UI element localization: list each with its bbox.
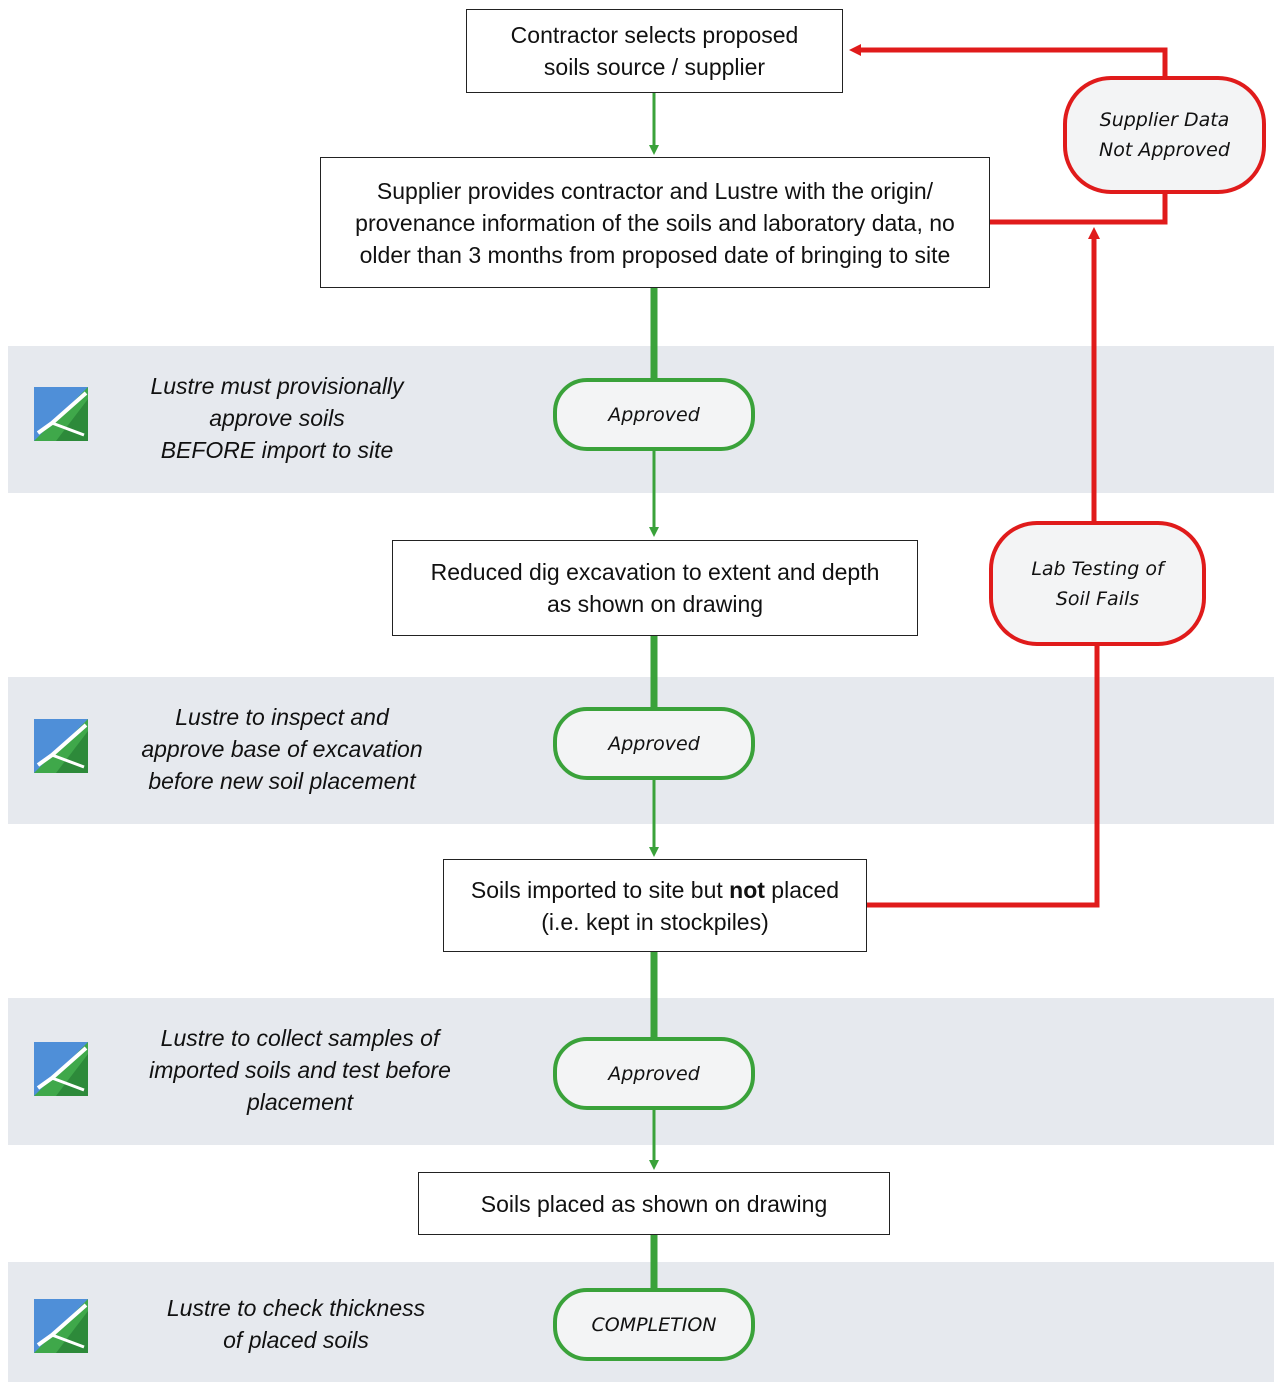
- lustre-logo-icon: [34, 387, 88, 441]
- decision-approved-1: Approved: [553, 378, 755, 451]
- failure-lab-testing: Lab Testing of Soil Fails: [989, 521, 1206, 646]
- step-contractor-selects: Contractor selects proposed soils source…: [466, 9, 843, 93]
- failure-supplier-data: Supplier Data Not Approved: [1063, 76, 1266, 194]
- note-provisional-approval: Lustre must provisionally approve soils …: [150, 373, 404, 463]
- arrow-supplier-fail-to-select: [849, 44, 1168, 78]
- note-thickness-check: Lustre to check thickness of placed soil…: [166, 1295, 426, 1353]
- decision-approved-3: Approved: [553, 1037, 755, 1110]
- step-soils-imported: Soils imported to site but not placed (i…: [443, 859, 867, 952]
- step-supplier-provides: Supplier provides contractor and Lustre …: [320, 157, 990, 288]
- line-import-to-lab-fail: [866, 645, 1100, 908]
- step-soils-placed: Soils placed as shown on drawing: [418, 1172, 890, 1235]
- decision-completion: COMPLETION: [553, 1288, 755, 1361]
- note-sample-testing: Lustre to collect samples of imported so…: [149, 1025, 451, 1115]
- step-reduced-dig: Reduced dig excavation to extent and dep…: [392, 540, 918, 636]
- lustre-logo-icon: [34, 1042, 88, 1096]
- lustre-logo-icon: [34, 1299, 88, 1353]
- lustre-logo-icon: [34, 719, 88, 773]
- soils-imported-text: Soils imported to site but not placed (i…: [470, 876, 840, 935]
- note-excavation-inspection: Lustre to inspect and approve base of ex…: [141, 704, 423, 794]
- decision-approved-2: Approved: [553, 707, 755, 780]
- line-provide-to-supplier-fail: [990, 193, 1168, 225]
